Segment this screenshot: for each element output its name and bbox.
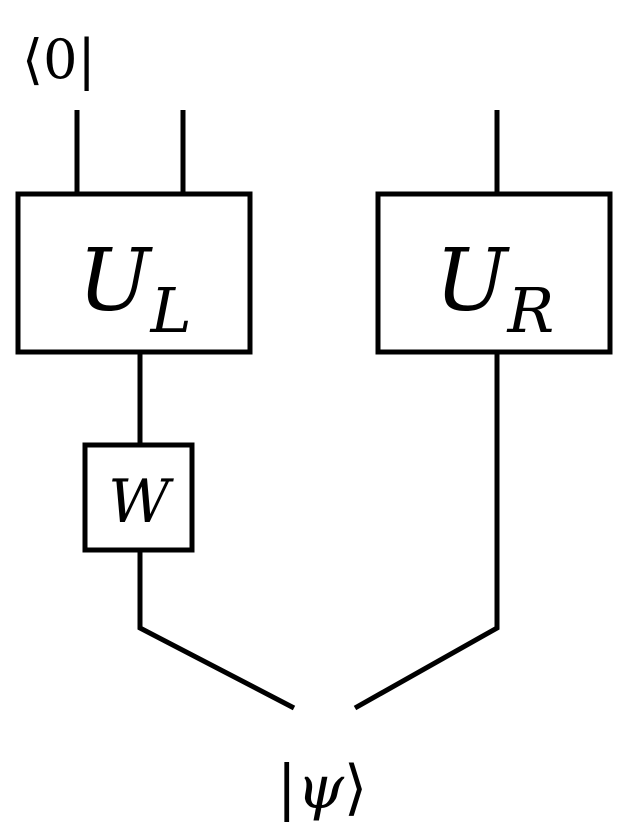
- ket-open-bar: |: [277, 753, 297, 823]
- ket-label: |ψ⟩: [277, 753, 368, 823]
- gate-ul-main: U: [78, 231, 153, 331]
- gate-ur-box: [375, 191, 613, 355]
- gate-ur-label: UR: [435, 231, 554, 347]
- wire-ur-to-psi: [353, 352, 500, 711]
- bra-label: ⟨0|: [22, 28, 96, 91]
- ket-close-bracket: ⟩: [344, 753, 367, 823]
- gate-ul-box: [15, 191, 253, 355]
- gate-w-label: W: [108, 467, 174, 537]
- bra-open-bracket: ⟨: [22, 28, 43, 91]
- bra-value: 0: [43, 28, 77, 91]
- gate-ul-label: UL: [78, 231, 192, 347]
- wire-w-to-psi: [137, 550, 296, 711]
- ket-value: ψ: [297, 753, 345, 823]
- gate-ur-subscript: R: [506, 274, 554, 347]
- gate-ul-subscript: L: [149, 274, 191, 347]
- bra-close-bar: |: [77, 28, 95, 91]
- gate-ur-main: U: [435, 231, 510, 331]
